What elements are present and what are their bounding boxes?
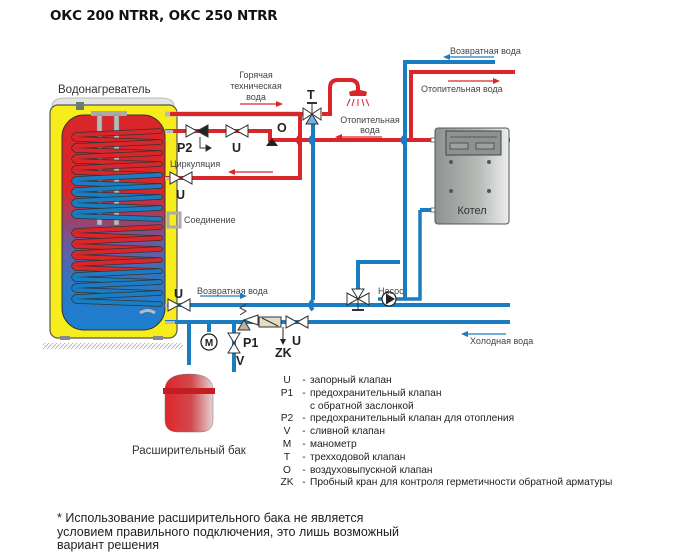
heater-foot-left: [60, 336, 70, 340]
valve-U-cold: [285, 315, 309, 329]
symbol-V: V: [236, 354, 245, 368]
valve-P2: [185, 124, 212, 152]
heater-foot-right: [153, 336, 163, 340]
upper-coil-hot-turn: [72, 140, 162, 155]
upper-coil-hot-turn: [72, 129, 162, 144]
upper-coil-hot-turn: [72, 162, 162, 177]
heating-water-right-label: Отопительная вода: [421, 84, 503, 94]
connection-bridge: [166, 211, 182, 229]
hot-water-label-3: вода: [246, 92, 266, 102]
lower-coil-hot-turn: [72, 247, 162, 262]
lower-coil-cold-turn: [72, 291, 162, 306]
legend-item: T-трехходовой клапан: [283, 451, 406, 463]
legend-item: O-воздуховыпускной клапан: [283, 464, 433, 476]
lower-coil-hot-turn: [72, 236, 162, 251]
thermostat: [76, 102, 84, 110]
expansion-tank-label: Расширительный бак: [132, 445, 247, 457]
hot-water-label-2: техническая: [230, 81, 282, 91]
check-valve-icon: [258, 316, 286, 345]
symbol-U-cold: U: [292, 334, 301, 348]
legend-item: V-сливной клапан: [283, 426, 385, 438]
return-water-top-label: Возвратная вода: [450, 46, 521, 56]
expansion-tank: [163, 373, 215, 433]
symbol-P2: P2: [177, 141, 192, 155]
valve-P1: [237, 303, 259, 331]
svg-text:M: M: [205, 338, 213, 349]
valve-T-top: [302, 102, 322, 125]
valve-T-bottom: [346, 288, 370, 311]
symbol-U-hot: U: [232, 141, 241, 155]
floor-hatch: [43, 343, 183, 349]
manometer-icon: M: [200, 333, 218, 351]
cold-water-label: Холодная вода: [470, 336, 533, 346]
symbol-O: O: [277, 121, 287, 135]
valve-U-return: [167, 298, 191, 312]
heating-water-label-1: Отопительная: [340, 115, 400, 125]
water-heater-label: Водонагреватель: [58, 84, 151, 96]
air-vent-O-icon: [266, 138, 278, 146]
lower-coil-cold-turn: [72, 280, 162, 295]
lower-coil-cold-turn: [72, 269, 162, 284]
legend-item: M-манометр: [282, 438, 357, 450]
valve-U-circulation: [169, 171, 193, 185]
heat-exchanger-coils: [71, 128, 163, 307]
cold-pipes: [165, 60, 510, 372]
hot-water-label-1: Горячая: [239, 70, 273, 80]
upper-coil-cold-turn: [72, 206, 162, 221]
upper-coil-cold-turn: [72, 184, 162, 199]
water-heater: [43, 97, 183, 349]
anode-flange: [91, 111, 127, 116]
symbol-P1: P1: [243, 336, 258, 350]
legend-item: P2-предохранительный клапан для отоплени…: [280, 413, 515, 425]
upper-coil-cold-turn: [72, 195, 162, 210]
valve-V-drain: [227, 332, 241, 354]
upper-coil-hot-turn: [72, 151, 162, 166]
symbol-T-top: T: [307, 88, 315, 102]
connection-label: Соединение: [184, 215, 236, 225]
page-title: ОКС 200 NTRR, ОКС 250 NTRR: [50, 8, 278, 24]
legend-item-continuation: с обратной заслонкой: [310, 400, 414, 412]
legend-item: ZK-Пробный кран для контроля герметичнос…: [280, 477, 613, 489]
upper-coil-cold-turn: [72, 173, 162, 188]
footnote: * Использование расширительного бака не …: [57, 511, 399, 552]
pump-label: Насос: [378, 286, 404, 296]
symbol-U-circulation: U: [176, 188, 185, 202]
flow-arrows: [200, 54, 506, 337]
symbol-ZK: ZK: [275, 346, 292, 360]
legend-item: U-запорный клапан: [283, 375, 392, 386]
valve-U-hot: [225, 124, 249, 138]
pump-icon: [381, 291, 397, 307]
shower-icon: [346, 90, 370, 107]
lower-coil-hot-turn: [72, 225, 162, 240]
circulation-label: Циркуляция: [170, 159, 220, 169]
lower-coil-hot-turn: [72, 258, 162, 273]
legend: U-запорный клапан P1-предохранительный к…: [276, 375, 612, 490]
legend-item: P1-предохранительный клапан: [280, 387, 442, 399]
heating-water-label-2: вода: [360, 125, 380, 135]
return-water-bottom-label: Возвратная вода: [197, 286, 268, 296]
boiler-label: Котел: [457, 205, 486, 217]
anode-rod-2: [113, 114, 120, 226]
boiler: Котел: [430, 127, 510, 225]
symbol-U-return: U: [174, 287, 183, 301]
